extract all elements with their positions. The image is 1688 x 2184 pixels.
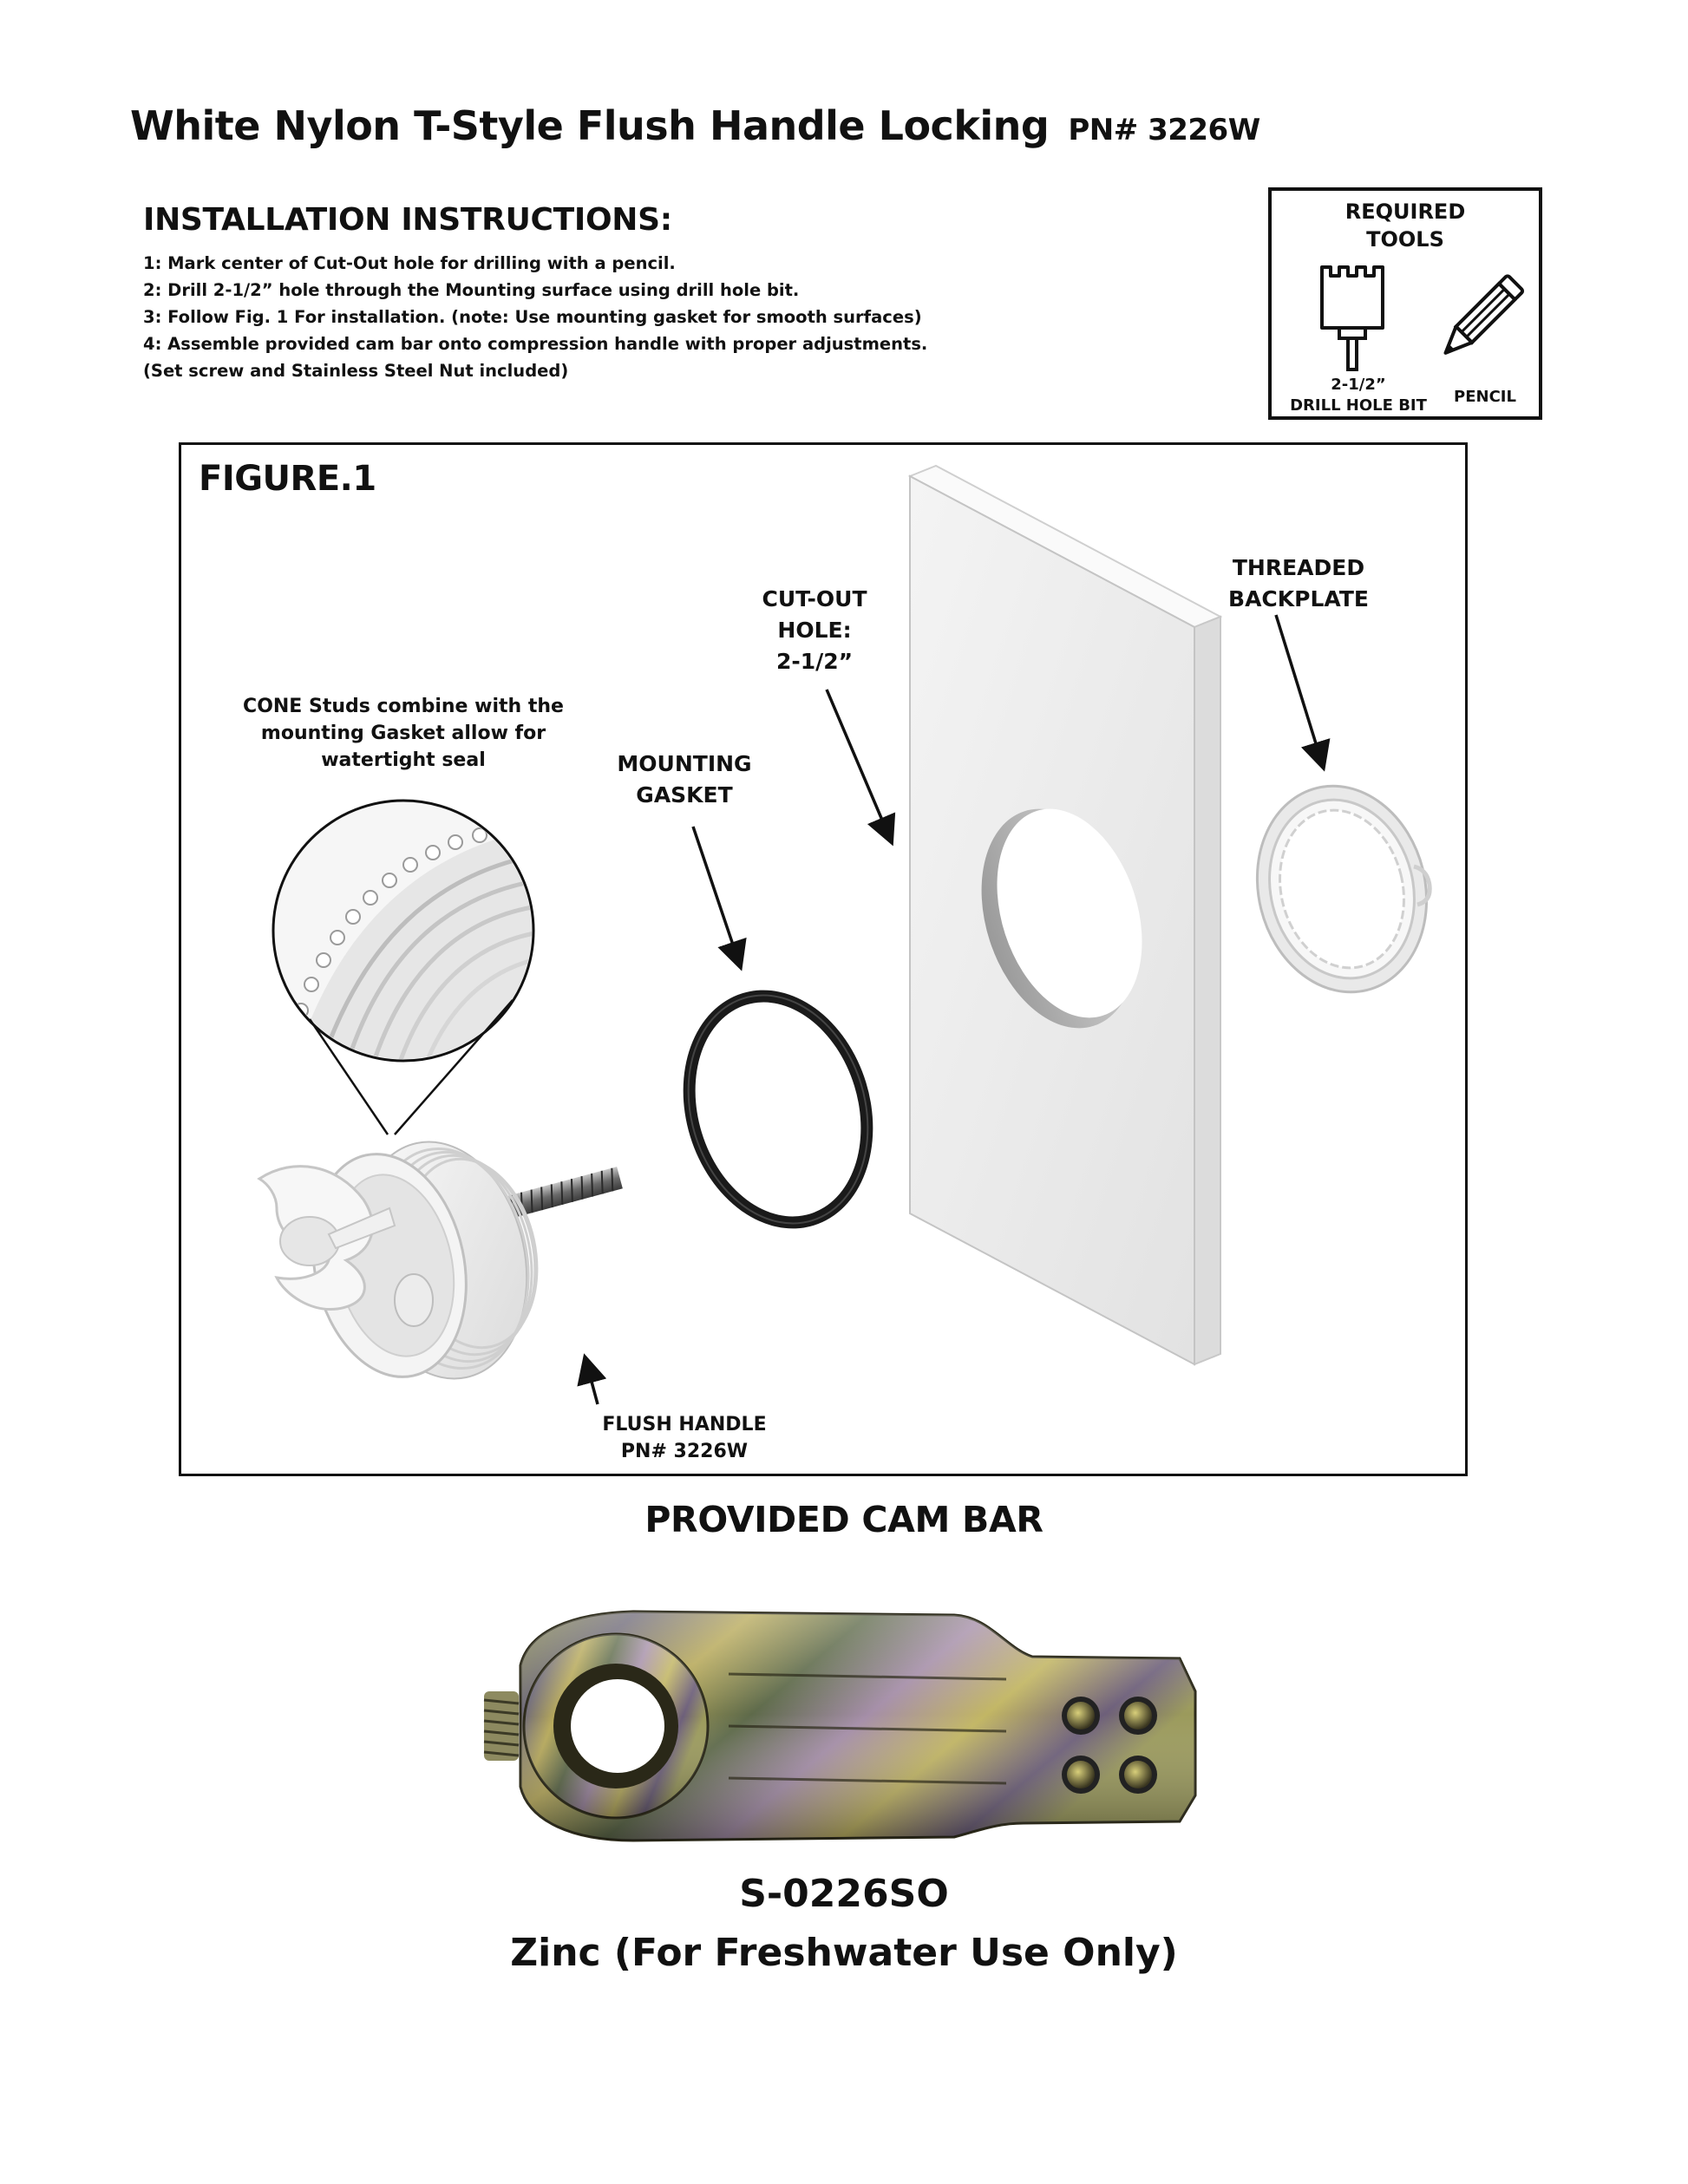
callout-arrows	[577, 614, 1331, 1405]
instruction-note: (Set screw and Stainless Steel Nut inclu…	[143, 361, 569, 381]
figure-1: FIGURE.1	[179, 442, 1468, 1476]
instruction-steps: 1: Mark center of Cut-Out hole for drill…	[143, 250, 927, 384]
gasket-arrow	[691, 826, 747, 971]
cutout-callout-line: CUT-OUT	[762, 586, 867, 611]
cam-bar-heading: PROVIDED CAM BAR	[644, 1499, 1044, 1540]
gasket-callout-line: MOUNTING	[617, 751, 752, 776]
cone-studs-detail-illustration	[272, 799, 535, 1135]
flush-handle-callout: FLUSH HANDLE PN# 3226W	[572, 1411, 797, 1465]
mounting-panel-illustration	[907, 464, 1223, 1366]
pencil-icon	[1443, 274, 1525, 355]
cone-note-line: CONE Studs combine with the	[243, 696, 564, 717]
cone-note-line: watertight seal	[321, 749, 486, 771]
cam-bar-description: Zinc (For Freshwater Use Only)	[510, 1931, 1178, 1975]
drill-bit-size: 2-1/2”	[1331, 376, 1386, 394]
drill-bit-label: 2-1/2” DRILL HOLE BIT	[1289, 375, 1428, 416]
cone-studs-note: CONE Studs combine with the mounting Gas…	[213, 693, 594, 774]
flush-handle-illustration	[257, 1141, 623, 1380]
title-text: White Nylon T-Style Flush Handle Locking	[130, 102, 1050, 149]
mounting-gasket-illustration	[683, 990, 873, 1229]
cam-bar-illustration	[483, 1610, 1197, 1842]
title-part-number: PN# 3226W	[1068, 113, 1260, 147]
drill-hole-bit-icon	[1320, 265, 1384, 371]
gasket-callout-line: GASKET	[636, 782, 733, 808]
instruction-step: 3: Follow Fig. 1 For installation. (note…	[143, 307, 922, 327]
instructions-heading: INSTALLATION INSTRUCTIONS:	[143, 202, 672, 238]
backplate-callout-line: THREADED	[1232, 555, 1365, 580]
cutout-hole-callout: CUT-OUT HOLE: 2-1/2”	[736, 584, 893, 677]
pencil-label: PENCIL	[1454, 388, 1516, 406]
cutout-arrow	[825, 689, 896, 847]
instruction-step: 4: Assemble provided cam bar onto compre…	[143, 334, 928, 354]
tools-title-line: REQUIRED	[1345, 199, 1466, 224]
backplate-arrow	[1274, 614, 1331, 772]
backplate-callout-line: BACKPLATE	[1228, 586, 1369, 611]
handle-arrow	[577, 1353, 607, 1405]
drill-bit-name: DRILL HOLE BIT	[1290, 396, 1427, 415]
instruction-step: 2: Drill 2-1/2” hole through the Mountin…	[143, 280, 800, 300]
page-title: White Nylon T-Style Flush Handle Locking…	[130, 102, 1260, 149]
required-tools-box: REQUIRED TOOLS 2-1/2” DRILL HOLE BIT PEN…	[1268, 187, 1542, 420]
cam-bar-part-number: S-0226SO	[739, 1872, 949, 1916]
cutout-callout-line: 2-1/2”	[775, 649, 854, 674]
cutout-callout-line: HOLE:	[777, 618, 852, 643]
required-tools-title: REQUIRED TOOLS	[1272, 198, 1539, 253]
cone-note-line: mounting Gasket allow for	[260, 723, 546, 744]
threaded-backplate-illustration	[1255, 784, 1432, 994]
handle-callout-line: PN# 3226W	[620, 1441, 749, 1462]
tools-title-line: TOOLS	[1366, 227, 1444, 252]
backplate-callout: THREADED BACKPLATE	[1212, 553, 1385, 615]
mounting-gasket-callout: MOUNTING GASKET	[598, 749, 771, 811]
instruction-step: 1: Mark center of Cut-Out hole for drill…	[143, 253, 676, 273]
handle-callout-line: FLUSH HANDLE	[602, 1414, 767, 1435]
figure-title: FIGURE.1	[199, 459, 376, 499]
